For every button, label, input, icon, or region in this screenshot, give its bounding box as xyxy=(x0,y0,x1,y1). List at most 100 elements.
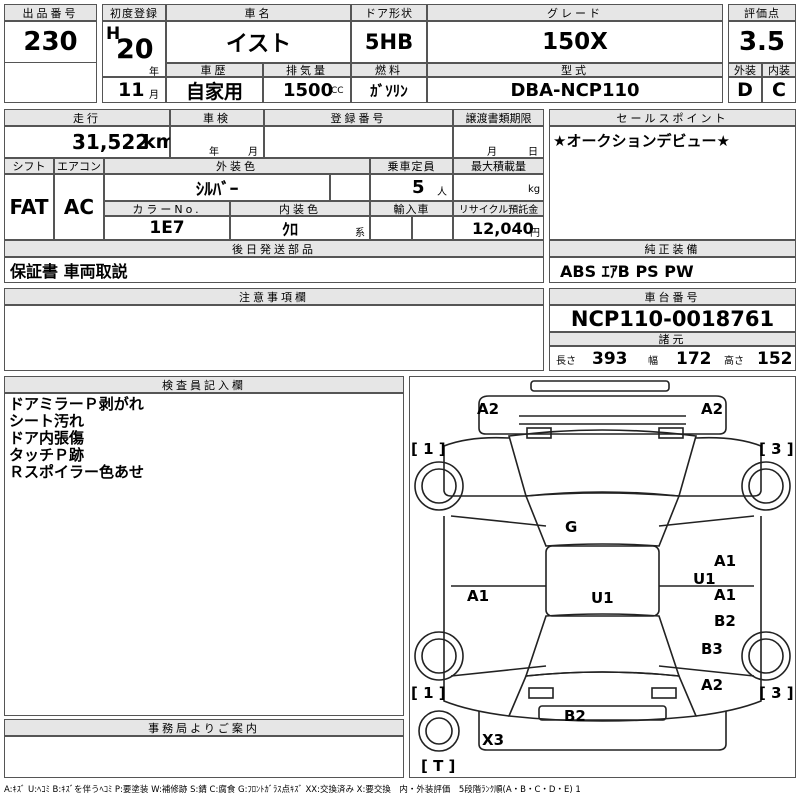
recycle-unit: 円 xyxy=(530,228,540,239)
registration-year: 20 xyxy=(116,34,154,65)
color-no-header: カラーNo. xyxy=(104,201,230,216)
genuine-equipment-header: 純正装備 xyxy=(549,240,796,257)
color-no-cell xyxy=(104,216,230,240)
car-name-header: 車名 xyxy=(166,4,351,21)
max-load-header: 最大積載量 xyxy=(453,158,544,174)
later-items-cell xyxy=(4,257,544,283)
aircon-cell xyxy=(54,174,104,240)
mark-right-rear-quarter: B3 xyxy=(701,640,723,658)
capacity-unit: 人 xyxy=(437,187,447,198)
mark-right-front-door-1: A1 xyxy=(714,552,736,570)
year-unit: 年 xyxy=(149,67,159,78)
lot-number-header: 出品番号 xyxy=(4,4,97,21)
sales-points: ★オークションデビュー★ xyxy=(553,132,730,150)
office-header: 事務局よりご案内 xyxy=(4,719,404,736)
genuine-equipment-cell xyxy=(549,257,796,283)
door-type: 5HB xyxy=(364,30,414,54)
exterior-header: 外装 xyxy=(728,63,762,77)
mark-tire-rr: [ 3 ] xyxy=(759,684,794,702)
ext-color-cell xyxy=(104,174,330,201)
interior-score: C xyxy=(772,79,786,101)
inspection-month-unit: 月 xyxy=(248,147,258,158)
mark-right-rear-door-1: A1 xyxy=(714,586,736,604)
mark-tire-rl: [ 1 ] xyxy=(411,684,446,702)
exterior-score: D xyxy=(737,79,753,101)
height-value: 152 xyxy=(757,349,793,369)
first-registration-year-cell xyxy=(102,21,166,77)
shift: FAT xyxy=(9,195,49,219)
inspector-notes-cell xyxy=(4,393,404,716)
sales-points-header: セールスポイント xyxy=(549,109,796,126)
exterior-score-cell xyxy=(728,77,762,103)
history: 自家用 xyxy=(185,80,243,103)
door-type-cell xyxy=(351,21,427,63)
length-label: 長さ xyxy=(556,356,576,367)
interior-score-cell xyxy=(762,77,796,103)
capacity-cell xyxy=(370,174,453,201)
import-cell-2 xyxy=(412,216,453,240)
inspection-cell xyxy=(170,126,264,158)
recycle: 12,040 xyxy=(472,218,534,238)
length-value: 393 xyxy=(592,349,628,369)
shift-header: シフト xyxy=(4,158,54,174)
office-cell xyxy=(4,736,404,778)
mark-front-left: A2 xyxy=(477,400,499,418)
mileage: 31,522 xyxy=(72,130,150,154)
sales-points-cell xyxy=(549,126,796,240)
score-header: 評価点 xyxy=(728,4,796,21)
legend: A:ｷｽﾞ U:ﾍｺﾐ B:ｷｽﾞを伴うﾍｺﾐ P:要塗装 W:補修跡 S:錆 … xyxy=(4,785,581,795)
grade-cell xyxy=(427,21,723,63)
car-diagram: A2 A2 [ 1 ] [ 3 ] G A1 U1 A1 U1 A1 B2 B3… xyxy=(411,380,794,775)
mark-spare-tire: [ T ] xyxy=(421,757,455,775)
mark-glass: G xyxy=(565,518,577,536)
int-color: ｸﾛ xyxy=(281,220,298,239)
fuel: ｶﾞｿﾘﾝ xyxy=(370,81,408,100)
month-unit: 月 xyxy=(149,90,159,101)
ext-color-header: 外装色 xyxy=(104,158,370,174)
displacement-header: 排気量 xyxy=(263,63,351,77)
recycle-cell xyxy=(453,216,544,240)
mark-roof: U1 xyxy=(591,589,614,607)
inspection-header: 車検 xyxy=(170,109,264,126)
ext-color: ｼﾙﾊﾞｰ xyxy=(195,180,239,200)
inspector-note: ドア内張傷 xyxy=(9,429,85,447)
fuel-cell xyxy=(351,77,427,103)
genuine-equipment: ABS ｴｱB PS PW xyxy=(560,262,694,281)
inspection-year-unit: 年 xyxy=(209,147,219,158)
import-cell-1 xyxy=(370,216,412,240)
car-diagram-frame xyxy=(409,376,796,778)
recycle-header: リサイクル預託金 xyxy=(453,201,544,216)
car-name-cell xyxy=(166,21,351,63)
mark-rear-right: A2 xyxy=(701,676,723,694)
mark-rear-left: X3 xyxy=(482,731,504,749)
later-items-header: 後日発送部品 xyxy=(4,240,544,257)
mileage-header: 走行 xyxy=(4,109,170,126)
mileage-unit: km xyxy=(143,131,176,153)
grade-header: グレード xyxy=(427,4,723,21)
aircon-header: エアコン xyxy=(54,158,104,174)
mark-right-rear-door-2: B2 xyxy=(714,612,736,630)
chassis-header: 車台番号 xyxy=(549,288,796,305)
specs-cell xyxy=(549,346,796,371)
width-value: 172 xyxy=(676,349,712,369)
model: DBA-NCP110 xyxy=(510,79,640,101)
caution-header: 注意事項欄 xyxy=(4,288,544,305)
grade: 150X xyxy=(542,29,608,55)
lot-number-blank xyxy=(4,62,97,103)
lot-number-cell xyxy=(4,21,97,63)
first-registration-month-cell xyxy=(102,77,166,103)
import-header: 輸入車 xyxy=(370,201,453,216)
shift-cell xyxy=(4,174,54,240)
inspector-notes: ドアミラーＰ剥がれ シート汚れ ドア内張傷 タッチＰ跡 Ｒスポイラー色あせ xyxy=(9,396,144,481)
later-items: 保証書 車両取説 xyxy=(10,262,128,281)
history-header: 車歴 xyxy=(166,63,263,77)
reg-number-header: 登録番号 xyxy=(264,109,453,126)
width-label: 幅 xyxy=(648,356,658,367)
height-label: 高さ xyxy=(724,356,744,367)
transfer-deadline-cell xyxy=(453,126,544,158)
int-color-header: 内装色 xyxy=(230,201,370,216)
registration-month: 11 xyxy=(118,79,145,101)
caution-cell xyxy=(4,305,544,371)
fuel-header: 燃料 xyxy=(351,63,427,77)
model-header: 型式 xyxy=(427,63,723,77)
